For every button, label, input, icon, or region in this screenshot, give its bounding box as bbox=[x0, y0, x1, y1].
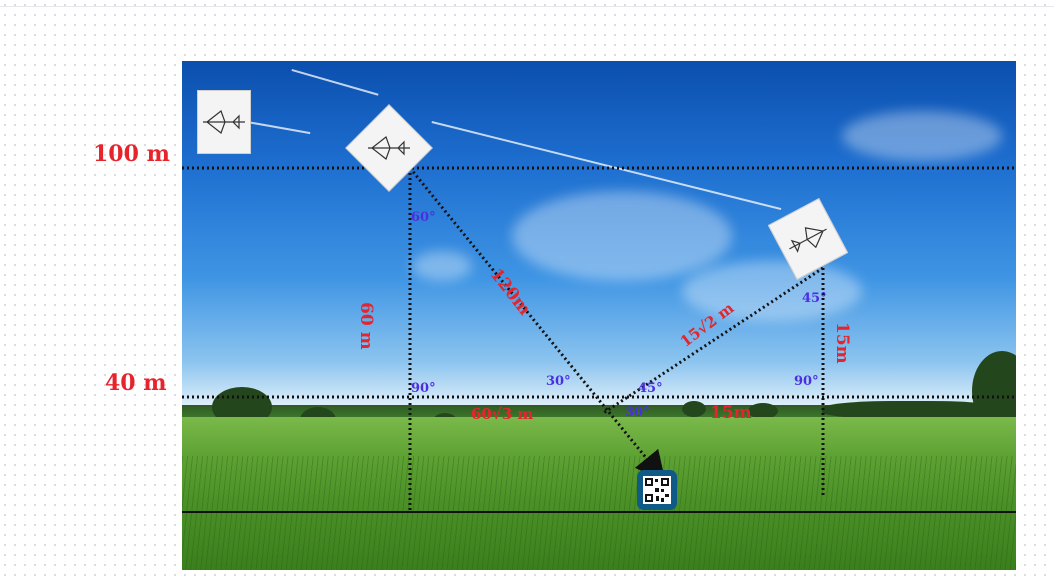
angle-mid-right: 45° bbox=[638, 381, 663, 396]
tree-line bbox=[182, 405, 1016, 419]
cloud bbox=[512, 191, 732, 281]
cloud bbox=[842, 111, 1002, 161]
tree bbox=[748, 403, 778, 419]
sky bbox=[182, 61, 1016, 411]
tree bbox=[682, 401, 706, 417]
angle-bottom-mid: 30° bbox=[625, 405, 650, 420]
cloud bbox=[682, 261, 862, 321]
label-horizontal-right: 15m bbox=[710, 403, 752, 423]
ground-line bbox=[182, 511, 1016, 513]
fighter-jet-icon bbox=[789, 227, 827, 253]
angle-top-right: 45° bbox=[802, 291, 827, 306]
label-vertical-right: 15m bbox=[832, 322, 852, 364]
sightline-120m bbox=[408, 167, 666, 482]
grass-texture bbox=[182, 456, 1016, 570]
label-100m: 100 m bbox=[93, 141, 170, 167]
cloud bbox=[412, 251, 472, 281]
plane-left bbox=[345, 104, 433, 192]
top-divider bbox=[0, 6, 1054, 7]
label-vertical-left: 60 m bbox=[356, 302, 376, 350]
angle-bottom-right: 90° bbox=[794, 374, 819, 389]
sky-field-background bbox=[182, 61, 1016, 570]
plane-right bbox=[767, 198, 849, 280]
angle-top-left: 60° bbox=[411, 210, 436, 225]
label-40m: 40 m bbox=[105, 370, 167, 396]
angle-mid-left: 30° bbox=[546, 374, 571, 389]
reference-plane bbox=[197, 90, 251, 154]
fighter-jet-icon bbox=[368, 136, 410, 160]
qr-code-icon[interactable] bbox=[637, 470, 677, 510]
grass-field bbox=[182, 417, 1016, 570]
angle-bottom-left: 90° bbox=[411, 381, 436, 396]
qr-code-glyph bbox=[643, 476, 671, 504]
sightline-15root2 bbox=[601, 266, 824, 416]
label-horizontal-left: 60√3 m bbox=[471, 405, 534, 423]
tree bbox=[822, 401, 1002, 419]
fighter-jet-icon bbox=[203, 110, 245, 134]
